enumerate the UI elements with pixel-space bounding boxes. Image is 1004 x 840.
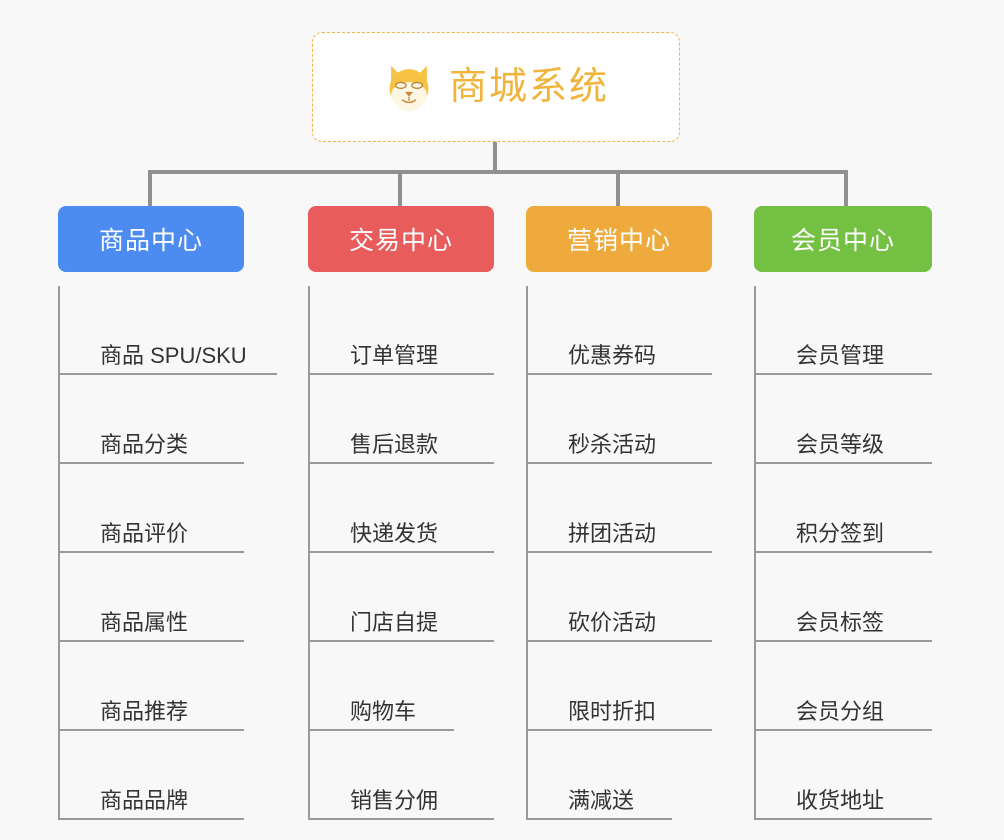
leaf-list-transaction-center: 订单管理 售后退款 快递发货 门店自提 购物车 销售分佣 bbox=[308, 286, 494, 820]
list-item[interactable]: 砍价活动 bbox=[528, 553, 712, 642]
item-underline bbox=[756, 729, 932, 731]
list-item[interactable]: 商品评价 bbox=[60, 464, 244, 553]
list-item[interactable]: 拼团活动 bbox=[528, 464, 712, 553]
category-header-label: 营销中心 bbox=[566, 227, 671, 255]
item-underline bbox=[60, 640, 244, 642]
item-underline bbox=[60, 551, 244, 553]
list-item[interactable]: 订单管理 bbox=[310, 286, 494, 375]
list-item[interactable]: 会员分组 bbox=[756, 642, 932, 731]
category-header-label: 会员中心 bbox=[790, 227, 895, 255]
connector-drop-1 bbox=[148, 170, 152, 206]
list-item[interactable]: 优惠券码 bbox=[528, 286, 712, 375]
list-item[interactable]: 商品 SPU/SKU bbox=[60, 286, 278, 375]
item-underline bbox=[60, 818, 244, 820]
category-header-product-center[interactable]: 商品中心 bbox=[58, 206, 244, 272]
item-underline bbox=[756, 640, 932, 642]
item-underline bbox=[528, 818, 672, 820]
list-item[interactable]: 会员标签 bbox=[756, 553, 932, 642]
item-underline bbox=[60, 462, 244, 464]
shiba-dog-icon bbox=[389, 65, 429, 112]
list-item[interactable]: 售后退款 bbox=[310, 375, 494, 464]
connector-drop-4 bbox=[844, 170, 848, 206]
list-item[interactable]: 积分签到 bbox=[756, 464, 932, 553]
item-underline bbox=[60, 729, 244, 731]
branch-column-member-center: 会员中心 会员管理 会员等级 积分签到 会员标签 会员分组 bbox=[754, 206, 932, 820]
leaf-list-member-center: 会员管理 会员等级 积分签到 会员标签 会员分组 收货地址 bbox=[754, 286, 932, 820]
item-underline bbox=[310, 818, 494, 820]
connector-drop-3 bbox=[616, 170, 620, 206]
list-item[interactable]: 商品品牌 bbox=[60, 731, 244, 820]
item-underline bbox=[756, 373, 932, 375]
item-underline bbox=[528, 640, 712, 642]
leaf-list-marketing-center: 优惠券码 秒杀活动 拼团活动 砍价活动 限时折扣 满减送 bbox=[526, 286, 712, 820]
list-item[interactable]: 收货地址 bbox=[756, 731, 932, 820]
list-item[interactable]: 销售分佣 bbox=[310, 731, 494, 820]
connector-root-stem bbox=[493, 142, 497, 174]
category-header-label: 交易中心 bbox=[348, 227, 453, 255]
root-node-label: 商城系统 bbox=[448, 66, 609, 108]
category-header-member-center[interactable]: 会员中心 bbox=[754, 206, 932, 272]
list-item[interactable]: 购物车 bbox=[310, 642, 494, 731]
item-underline bbox=[528, 373, 712, 375]
item-underline bbox=[310, 373, 494, 375]
item-underline bbox=[60, 373, 278, 375]
item-underline bbox=[756, 818, 932, 820]
category-header-label: 商品中心 bbox=[98, 227, 203, 255]
list-item[interactable]: 商品属性 bbox=[60, 553, 244, 642]
item-underline bbox=[528, 551, 712, 553]
list-item[interactable]: 会员管理 bbox=[756, 286, 932, 375]
item-underline bbox=[528, 462, 712, 464]
category-header-transaction-center[interactable]: 交易中心 bbox=[308, 206, 494, 272]
connector-horizontal-bus bbox=[148, 170, 848, 174]
category-header-marketing-center[interactable]: 营销中心 bbox=[526, 206, 712, 272]
item-underline bbox=[528, 729, 712, 731]
item-underline bbox=[310, 462, 494, 464]
list-item[interactable]: 快递发货 bbox=[310, 464, 494, 553]
item-underline bbox=[310, 640, 494, 642]
list-item[interactable]: 限时折扣 bbox=[528, 642, 712, 731]
branch-column-marketing-center: 营销中心 优惠券码 秒杀活动 拼团活动 砍价活动 限时折扣 bbox=[526, 206, 712, 820]
list-item[interactable]: 秒杀活动 bbox=[528, 375, 712, 464]
branch-column-transaction-center: 交易中心 订单管理 售后退款 快递发货 门店自提 购物车 bbox=[308, 206, 494, 820]
item-underline bbox=[310, 551, 494, 553]
list-item[interactable]: 商品推荐 bbox=[60, 642, 244, 731]
item-underline bbox=[310, 729, 454, 731]
connector-drop-2 bbox=[398, 170, 402, 206]
list-item[interactable]: 会员等级 bbox=[756, 375, 932, 464]
item-underline bbox=[756, 551, 932, 553]
list-item[interactable]: 商品分类 bbox=[60, 375, 244, 464]
item-underline bbox=[756, 462, 932, 464]
list-item[interactable]: 满减送 bbox=[528, 731, 712, 820]
branch-column-product-center: 商品中心 商品 SPU/SKU 商品分类 商品评价 商品属性 商品推荐 bbox=[58, 206, 278, 820]
leaf-list-product-center: 商品 SPU/SKU 商品分类 商品评价 商品属性 商品推荐 商品品牌 bbox=[58, 286, 278, 820]
root-node-mall-system[interactable]: 商城系统 bbox=[312, 32, 680, 142]
list-item[interactable]: 门店自提 bbox=[310, 553, 494, 642]
